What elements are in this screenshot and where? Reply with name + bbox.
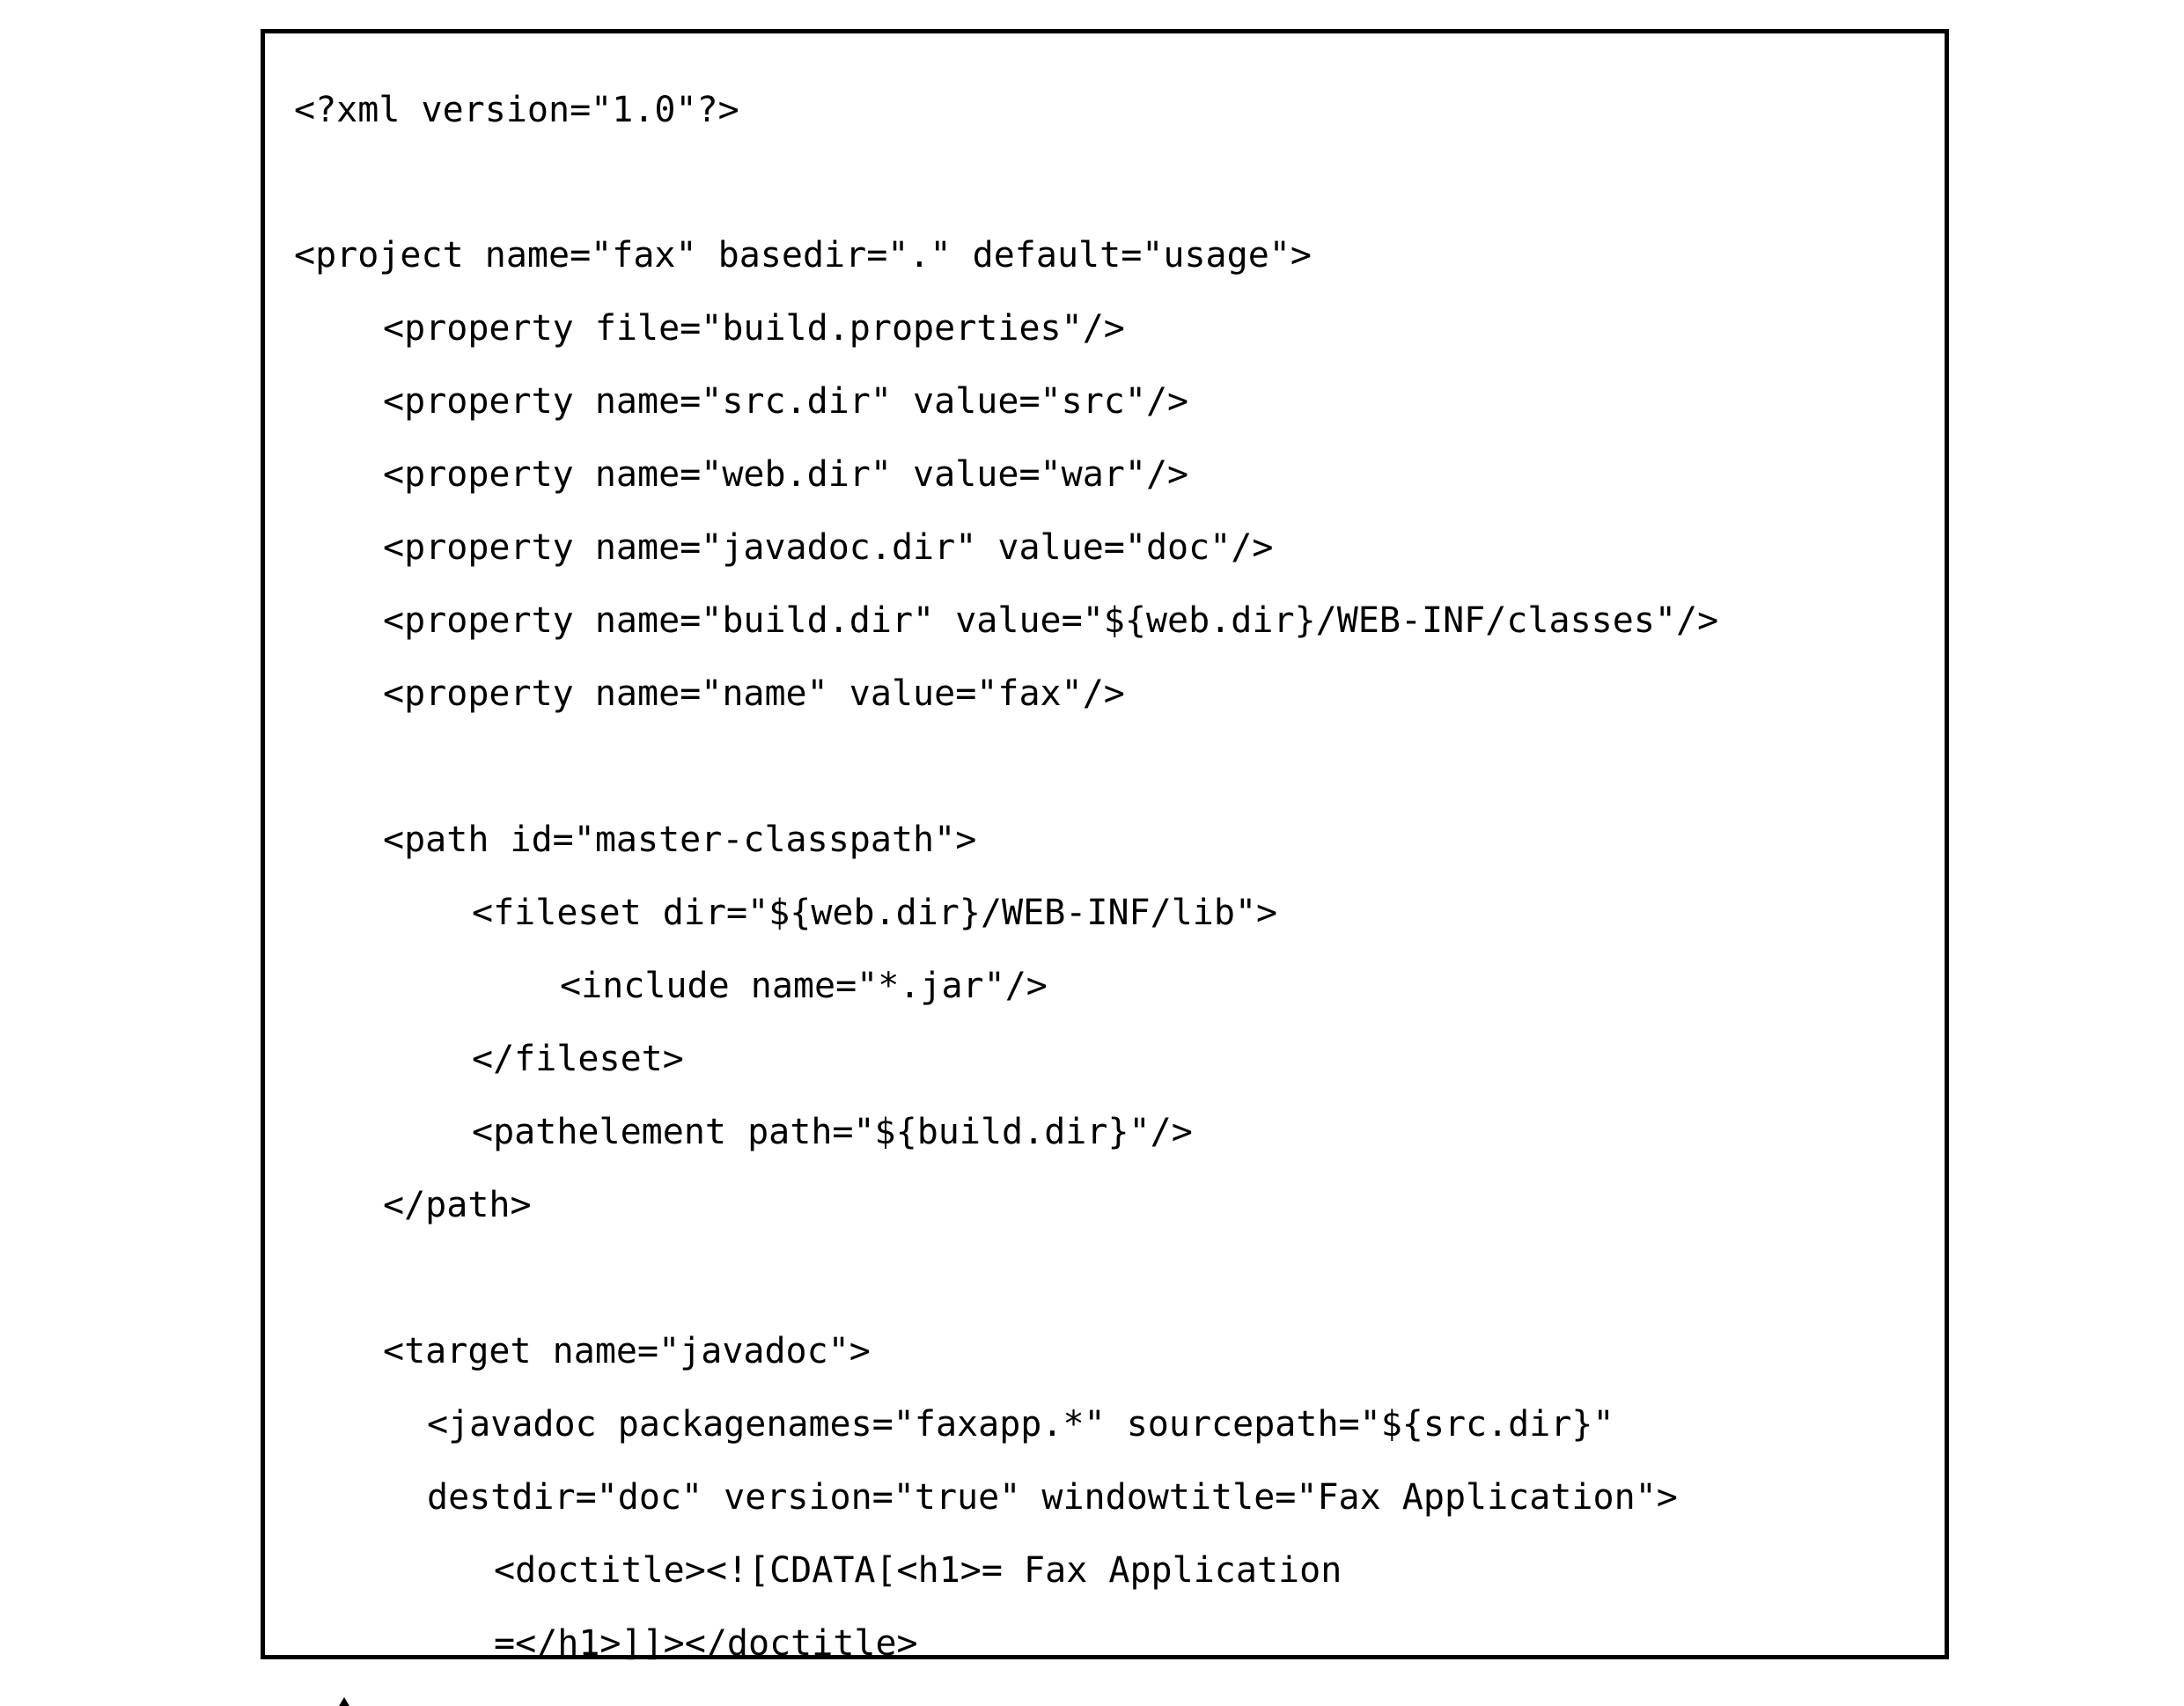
code-listing-box: <?xml version="1.0"?> <project name="fax… (261, 29, 1949, 1664)
code-line-18: <target name="javadoc"> (383, 1331, 871, 1371)
code-line-5: <property name="src.dir" value="src"/> (383, 381, 1189, 422)
code-line-7: <property name="javadoc.dir" value="doc"… (383, 527, 1274, 568)
code-line-4: <property file="build.properties"/> (383, 308, 1125, 349)
page-edge-mark (339, 1697, 349, 1706)
code-line-12: <fileset dir="${web.dir}/WEB-INF/lib"> (472, 893, 1278, 933)
code-line-8: <property name="build.dir" value="${web.… (383, 600, 1719, 641)
code-line-1: <?xml version="1.0"?> (294, 90, 739, 130)
code-line-14: </fileset> (472, 1039, 684, 1079)
code-line-21: <doctitle><![CDATA[<h1>= Fax Application (494, 1550, 1342, 1591)
code-line-11: <path id="master-classpath"> (383, 820, 977, 860)
code-line-6: <property name="web.dir" value="war"/> (383, 454, 1189, 495)
code-line-9: <property name="name" value="fax"/> (383, 673, 1125, 714)
code-line-19: <javadoc packagenames="faxapp.*" sourcep… (427, 1404, 1614, 1445)
code-line-3: <project name="fax" basedir="." default=… (294, 235, 1312, 276)
code-line-16: </path> (383, 1185, 532, 1225)
code-line-20: destdir="doc" version="true" windowtitle… (427, 1477, 1678, 1518)
code-line-13: <include name="*.jar"/> (560, 966, 1048, 1006)
code-line-15: <pathelement path="${build.dir}"/> (472, 1112, 1193, 1152)
code-line-22: =</h1>]]></doctitle> (494, 1623, 918, 1664)
